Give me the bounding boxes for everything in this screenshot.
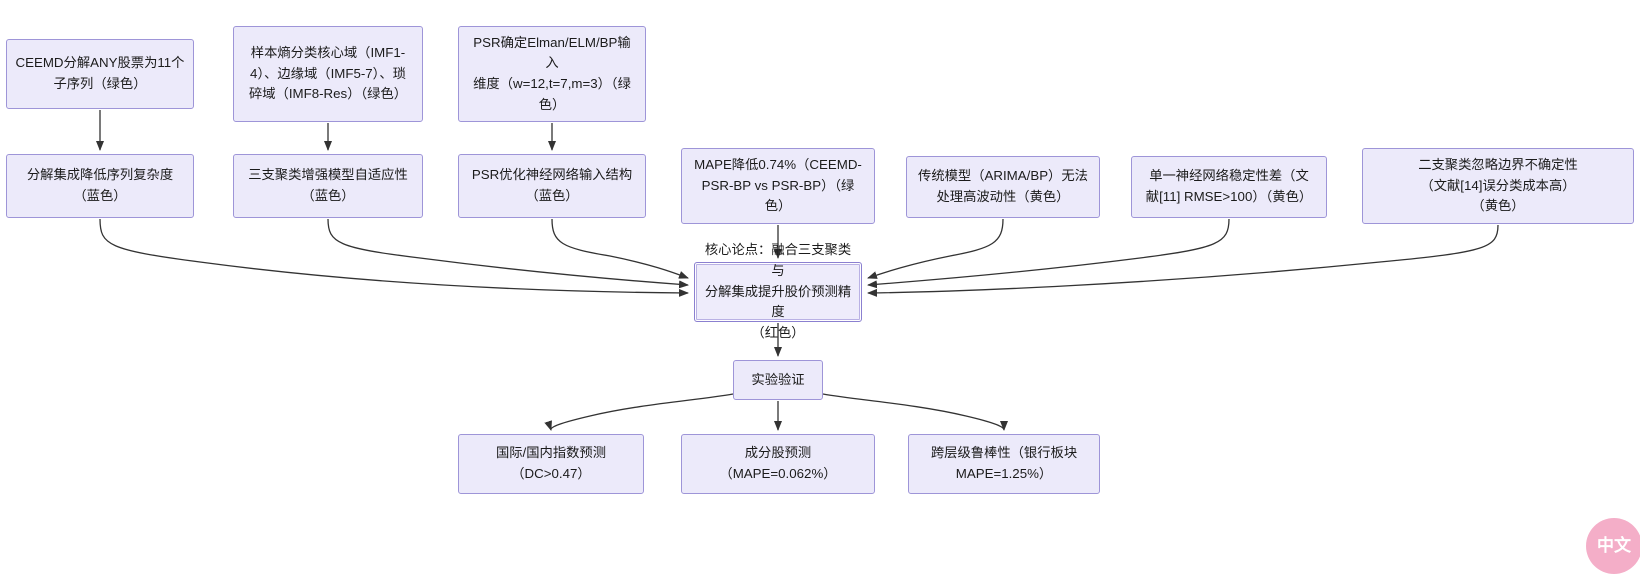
node-sample-entropy-classify[interactable]: 样本熵分类核心域（IMF1- 4）、边缘域（IMF5-7）、琐 碎域（IMF8-…	[233, 26, 423, 122]
node-three-way-clustering-adaptivity[interactable]: 三支聚类增强模型自适应性 （蓝色）	[233, 154, 423, 218]
edge-n9-core	[867, 218, 1230, 289]
node-mape-improvement[interactable]: MAPE降低0.74%（CEEMD- PSR-BP vs PSR-BP）（绿 色…	[681, 148, 875, 224]
edge-n10-core	[867, 224, 1499, 297]
edge-n12-n15	[822, 393, 1008, 431]
node-index-forecast-result[interactable]: 国际/国内指数预测 （DC>0.47）	[458, 434, 644, 494]
node-cross-level-robustness-result[interactable]: 跨层级鲁棒性（银行板块 MAPE=1.25%）	[908, 434, 1100, 494]
watermark-badge: 中文	[1586, 518, 1640, 574]
node-two-way-clustering-limitation[interactable]: 二支聚类忽略边界不确定性 （文献[14]误分类成本高） （黄色）	[1362, 148, 1634, 224]
edge-n8-core	[867, 218, 1004, 279]
node-experimental-validation[interactable]: 实验验证	[733, 360, 823, 400]
node-single-nn-instability[interactable]: 单一神经网络稳定性差（文 献[11] RMSE>100）（黄色）	[1131, 156, 1327, 218]
node-constituent-stock-result[interactable]: 成分股预测 （MAPE=0.062%）	[681, 434, 875, 494]
edge-n4-core	[99, 218, 689, 297]
node-core-thesis[interactable]: 核心论点：融合三支聚类与 分解集成提升股价预测精度 （红色）	[694, 242, 862, 340]
node-decomposition-reduces-complexity[interactable]: 分解集成降低序列复杂度 （蓝色）	[6, 154, 194, 218]
edge-n5-core	[327, 218, 689, 289]
node-traditional-model-limitation[interactable]: 传统模型（ARIMA/BP）无法 处理高波动性（黄色）	[906, 156, 1100, 218]
node-psr-optimizes-nn-structure[interactable]: PSR优化神经网络输入结构 （蓝色）	[458, 154, 646, 218]
node-ceemd-decompose[interactable]: CEEMD分解ANY股票为11个 子序列（绿色）	[6, 39, 194, 109]
edge-n6-core	[551, 218, 689, 279]
node-psr-input-dimension[interactable]: PSR确定Elman/ELM/BP输入 维度（w=12,t=7,m=3）（绿 色…	[458, 26, 646, 122]
edge-n12-n13	[544, 393, 734, 431]
